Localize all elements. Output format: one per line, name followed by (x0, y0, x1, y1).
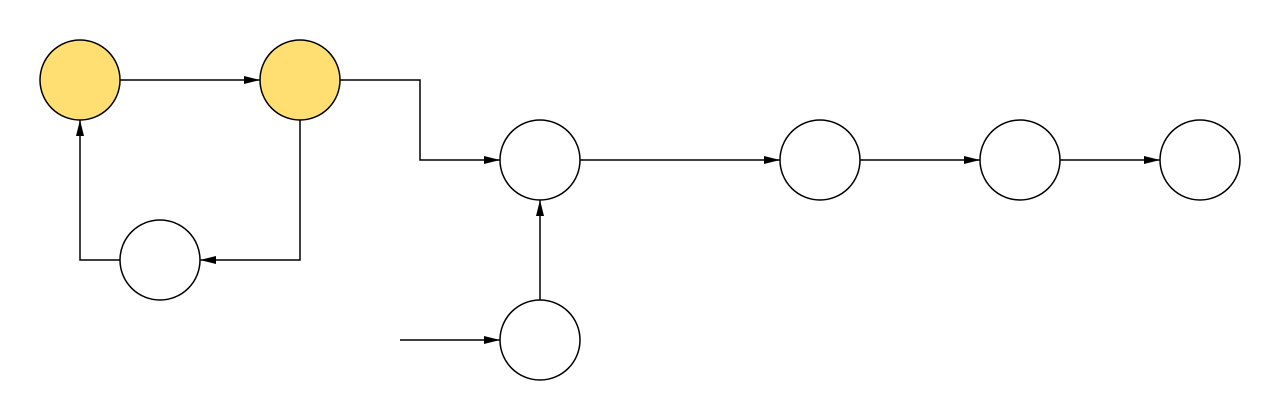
node-n3 (119, 219, 201, 301)
edge-n2-to-n4 (340, 79, 500, 164)
node-n6 (979, 119, 1061, 201)
node-circle (259, 39, 341, 121)
edge-n2-to-n3 (200, 120, 301, 264)
node-n8 (499, 299, 581, 381)
node-circle (499, 299, 581, 381)
node-circle (499, 119, 581, 201)
nodes-layer (39, 39, 1241, 381)
node-n1-highlighted (39, 39, 121, 121)
node-circle (119, 219, 201, 301)
edge-n3-to-n1 (76, 120, 120, 261)
node-n4 (499, 119, 581, 201)
node-n2-highlighted (259, 39, 341, 121)
edges-layer (76, 76, 1160, 344)
node-n7 (1159, 119, 1241, 201)
node-circle (1159, 119, 1241, 201)
node-circle (979, 119, 1061, 201)
node-n5 (779, 119, 861, 201)
node-circle (779, 119, 861, 201)
node-circle (39, 39, 121, 121)
